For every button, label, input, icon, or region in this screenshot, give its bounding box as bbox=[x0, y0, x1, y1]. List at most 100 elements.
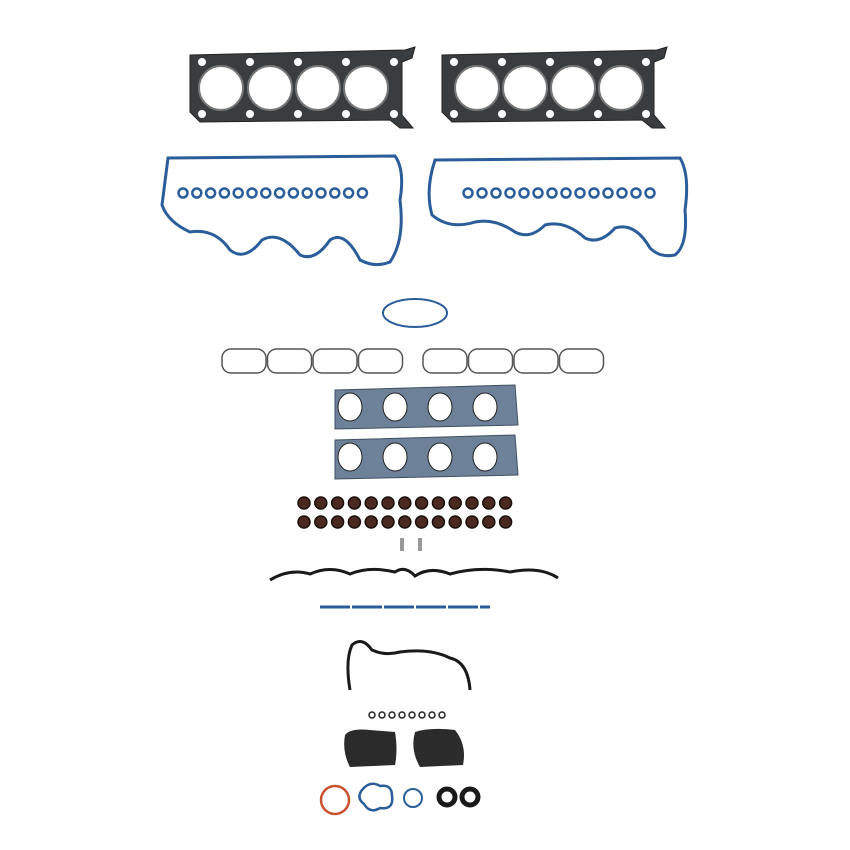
blue-thermostat-gasket bbox=[358, 782, 394, 812]
intake-port bbox=[422, 348, 468, 374]
spark-plug-tube-seal bbox=[273, 187, 286, 199]
exhaust-port bbox=[427, 392, 453, 422]
valve-stem-seal bbox=[448, 496, 462, 510]
intake-port bbox=[513, 348, 559, 374]
small-o-ring bbox=[398, 711, 406, 719]
spark-plug-tube-seal bbox=[342, 187, 355, 199]
spark-plug-tube-seal bbox=[260, 187, 272, 199]
exhaust-port bbox=[472, 442, 498, 472]
spark-plug-tube-seal bbox=[204, 187, 217, 199]
spark-plug-tube-seal bbox=[588, 187, 600, 199]
intake-manifold-gaskets bbox=[221, 348, 605, 374]
small-o-ring bbox=[428, 711, 436, 719]
valve-cover-gasket-right bbox=[427, 156, 689, 258]
valve-cover-gasket-left bbox=[160, 154, 404, 267]
valve-stem-seal bbox=[431, 515, 446, 529]
cylinder-bore bbox=[502, 65, 548, 111]
valve-stem-seal bbox=[381, 515, 395, 529]
spark-plug-tube-seal bbox=[191, 187, 203, 199]
spark-plug-tube-seal bbox=[246, 187, 258, 199]
spark-plug-tube-seal bbox=[476, 187, 488, 199]
cylinder-bore bbox=[247, 65, 293, 111]
valve-stem-seal bbox=[465, 496, 479, 510]
exhaust-port bbox=[337, 392, 363, 422]
small-o-rings bbox=[368, 711, 446, 719]
intake-port bbox=[266, 348, 313, 374]
bolt-hole bbox=[246, 110, 254, 118]
small-o-ring bbox=[388, 711, 396, 719]
spark-plug-tube-seal bbox=[616, 187, 628, 199]
small-o-ring bbox=[368, 711, 376, 719]
valve-stem-seal bbox=[364, 496, 378, 510]
bolt-hole bbox=[198, 110, 206, 118]
spark-plug-tube-seal bbox=[287, 187, 300, 199]
dowel-pins bbox=[400, 538, 422, 551]
bolt-hole bbox=[594, 110, 602, 118]
bolt-hole bbox=[294, 110, 302, 118]
valve-stem-seal bbox=[381, 496, 395, 510]
orange-o-ring bbox=[319, 784, 351, 816]
exhaust-port bbox=[337, 442, 363, 472]
small-blue-oval-gasket bbox=[382, 298, 448, 328]
valve-stem-seal bbox=[398, 496, 412, 510]
valve-stem-seal bbox=[364, 515, 378, 529]
valve-stem-seal bbox=[482, 496, 496, 510]
spark-plug-tube-seal bbox=[329, 187, 341, 199]
cylinder-head-gaskets bbox=[189, 46, 668, 129]
black-seal-2 bbox=[459, 786, 481, 808]
exhaust-manifold-gaskets bbox=[334, 384, 519, 480]
bolt-hole bbox=[594, 58, 602, 66]
intake-port bbox=[357, 348, 404, 374]
intake-port bbox=[558, 348, 605, 374]
bolt-hole bbox=[546, 110, 554, 118]
small-o-ring bbox=[408, 711, 416, 719]
bolt-hole bbox=[642, 110, 650, 118]
spark-plug-tube-seal bbox=[518, 187, 530, 199]
valve-stem-seal bbox=[297, 515, 311, 529]
spark-plug-tube-seal bbox=[574, 187, 586, 199]
cylinder-bore bbox=[598, 65, 644, 111]
exhaust-port bbox=[427, 442, 453, 472]
filter-adapter-gaskets bbox=[344, 728, 464, 767]
valve-stem-seal bbox=[330, 515, 345, 529]
spark-plug-tube-seal bbox=[462, 187, 474, 199]
intake-port bbox=[221, 348, 267, 374]
bolt-hole bbox=[498, 110, 506, 118]
black-seal-1 bbox=[436, 786, 458, 808]
valve-stem-seal bbox=[448, 515, 462, 529]
spark-plug-tube-seal bbox=[490, 187, 502, 199]
valve-stem-seal bbox=[347, 496, 362, 510]
valve-stem-seal bbox=[398, 515, 412, 529]
spark-plug-tube-seal bbox=[644, 187, 656, 199]
spark-plug-tube-seal bbox=[232, 187, 244, 199]
exhaust-port bbox=[382, 392, 408, 422]
valve-stem-seal bbox=[431, 496, 446, 510]
small-o-ring bbox=[418, 711, 426, 719]
intake-port bbox=[467, 348, 514, 374]
spark-plug-tube-seal bbox=[315, 187, 327, 199]
blue-o-ring bbox=[403, 788, 423, 808]
bolt-hole bbox=[498, 58, 506, 66]
valve-stem-seal bbox=[482, 515, 496, 529]
bolt-hole bbox=[342, 110, 350, 118]
exhaust-gasket-plate bbox=[334, 384, 519, 430]
valve-stem-seal bbox=[414, 515, 429, 529]
small-o-ring bbox=[438, 711, 446, 719]
cylinder-bore bbox=[454, 65, 500, 111]
bolt-hole bbox=[390, 110, 398, 118]
bolt-hole bbox=[450, 110, 458, 118]
front-cover-seal bbox=[346, 639, 472, 691]
spark-plug-tube-seal bbox=[218, 187, 231, 199]
exhaust-gasket-plate bbox=[334, 434, 519, 480]
bolt-hole bbox=[450, 58, 458, 66]
valve-stem-seal bbox=[414, 496, 429, 510]
valve-stem-seal bbox=[347, 515, 362, 529]
exhaust-port bbox=[472, 392, 498, 422]
exhaust-port bbox=[382, 442, 408, 472]
cylinder-bore bbox=[343, 65, 389, 111]
spark-plug-tube-seal bbox=[532, 187, 544, 199]
bolt-hole bbox=[342, 58, 350, 66]
bolt-hole bbox=[246, 58, 254, 66]
spark-plug-tube-seal bbox=[177, 187, 189, 199]
